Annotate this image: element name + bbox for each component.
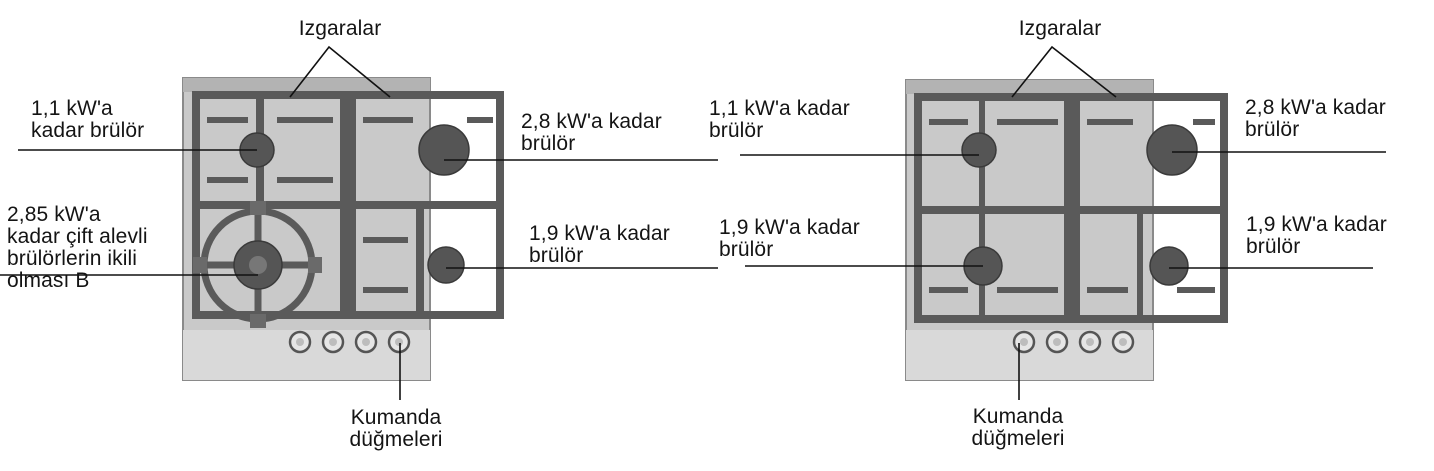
right-burner-medium-right-label: 1,9 kW'a kadar brülör [1246, 213, 1387, 258]
right-burner-medium-left-label: 1,9 kW'a kadar brülör [719, 216, 860, 261]
right-burner-small-label: 1,1 kW'a kadar brülör [709, 97, 850, 142]
right-burner-large-label: 2,8 kW'a kadar brülör [1245, 96, 1386, 141]
left-hob [0, 45, 718, 400]
left-burner-medium [427, 246, 465, 284]
right-leader-lines [740, 45, 1386, 400]
right-hob-top-rim [906, 80, 1153, 94]
left-burner-large-label: 2,8 kW'a kadar brülör [521, 110, 662, 155]
right-controls-label: Kumanda düğmeleri [971, 405, 1065, 450]
right-grate-right [1072, 93, 1228, 323]
left-burner-large [418, 124, 470, 176]
left-burner-medium-label: 1,9 kW'a kadar brülör [529, 222, 670, 267]
right-grates-label: Izgaralar [1018, 17, 1102, 40]
left-burner-wok [193, 201, 322, 328]
right-burner-small [961, 132, 997, 168]
right-burner-medium-right [1149, 246, 1189, 286]
left-grates-label: Izgaralar [298, 17, 382, 40]
right-hob [740, 45, 1386, 400]
left-hob-surface [182, 77, 431, 381]
left-hob-top-rim [183, 78, 430, 92]
left-controls-label: Kumanda düğmeleri [349, 406, 443, 451]
left-control-knobs [288, 330, 411, 354]
left-burner-small-label: 1,1 kW'a kadar brülör [31, 97, 145, 142]
left-burner-wok-label: 2,85 kW'a kadar çift alevli brülörlerin … [7, 203, 148, 292]
left-leader-lines [0, 45, 718, 400]
left-grate-right [348, 91, 504, 319]
right-burner-large [1146, 124, 1198, 176]
